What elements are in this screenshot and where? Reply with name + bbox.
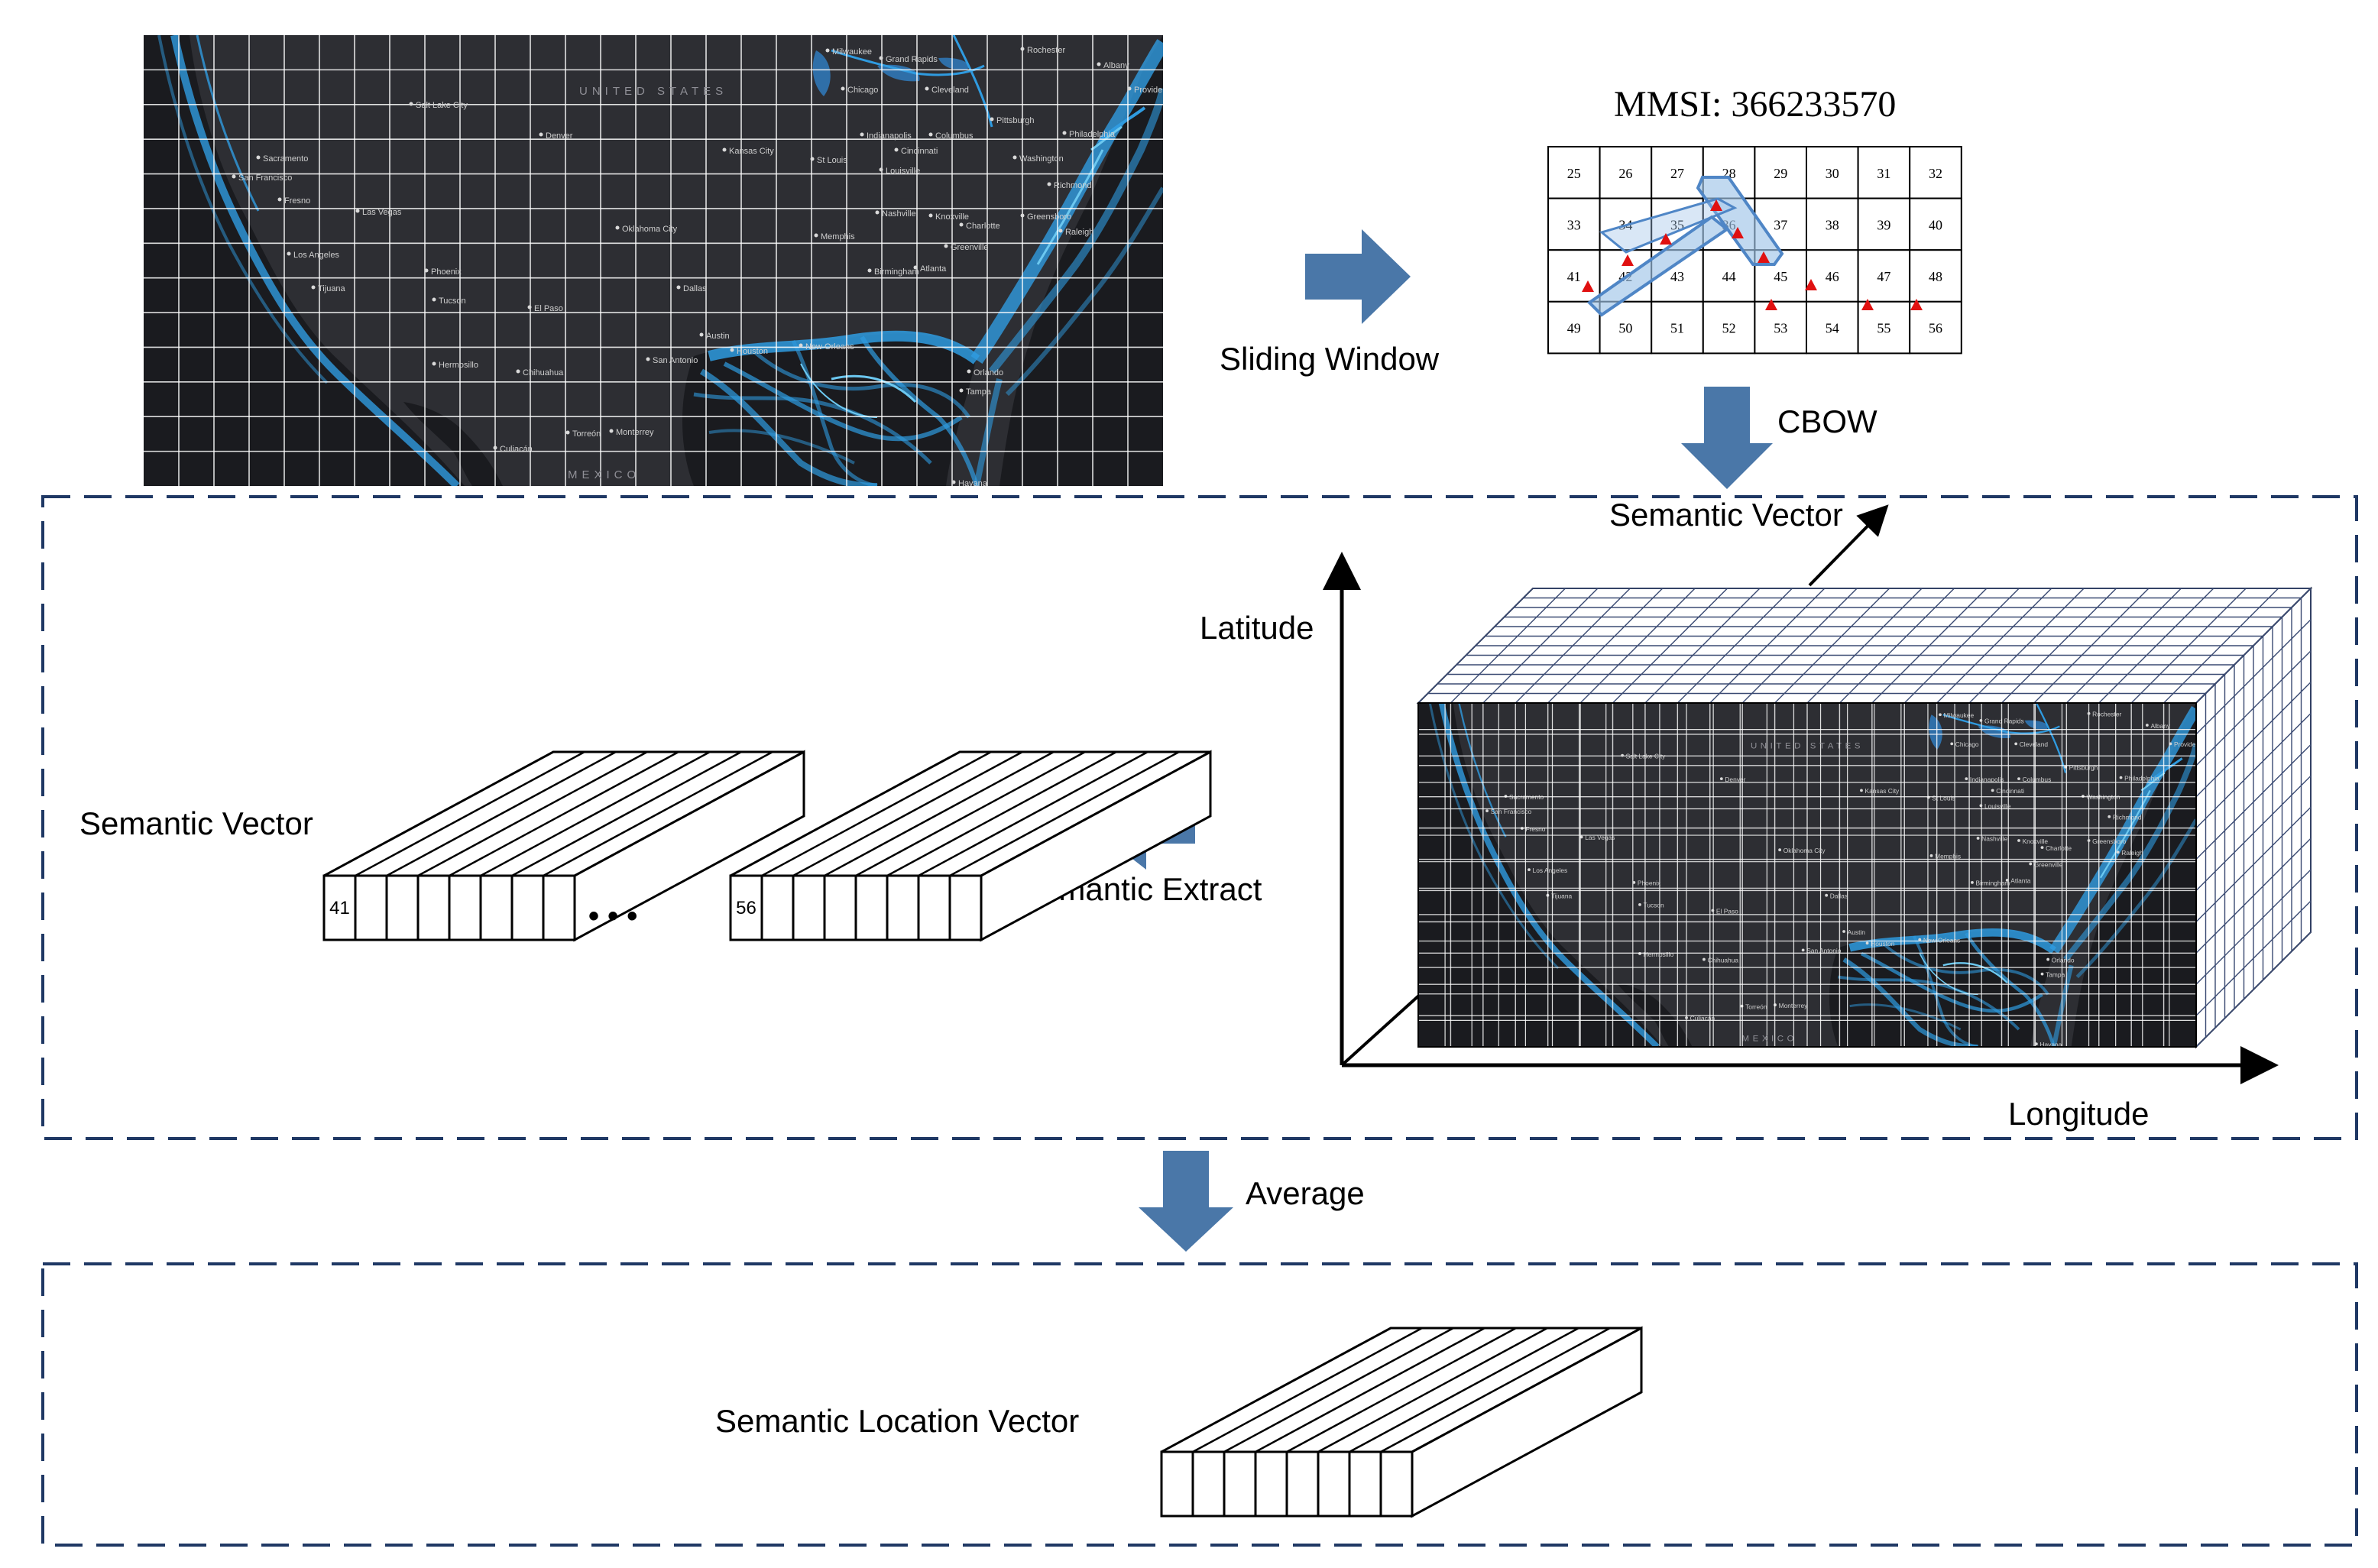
cbow-label: CBOW (1777, 403, 1877, 439)
grid-cell-label: 47 (1877, 269, 1890, 284)
position-marker (1805, 279, 1817, 290)
grid-cell-label: 29 (1774, 166, 1787, 181)
grid-cell-label: 48 (1929, 269, 1942, 284)
position-marker (1582, 280, 1594, 292)
grid-cell-label: 26 (1618, 166, 1632, 181)
grid-cell-label: 38 (1826, 217, 1839, 232)
average-label: Average (1246, 1175, 1365, 1211)
mmsi-title: MMSI: 366233570 (1614, 84, 1896, 125)
cube-front-map (1418, 703, 2206, 1048)
grid-cell-label: 46 (1826, 269, 1839, 284)
grid-cell-label: 53 (1774, 321, 1787, 336)
semantic-vector-pointer-arrow (1808, 504, 1889, 587)
grid-cell-label: 39 (1877, 217, 1890, 232)
depth-axis-diagonal (1340, 992, 1423, 1067)
semantic-vector-left-label: Semantic Vector (79, 805, 313, 841)
grid-cell-label: 40 (1929, 217, 1942, 232)
sliding-window-arrow (1305, 229, 1411, 324)
ais-trajectory-map (144, 35, 1176, 488)
average-arrow (1139, 1151, 1233, 1252)
semantic-vector-top-label: Semantic Vector (1609, 497, 1843, 533)
grid-cell-label: 27 (1670, 166, 1684, 181)
cube-front-frame (1417, 702, 2197, 1048)
cbow-arrow (1681, 387, 1773, 489)
grid-cell-label: 31 (1877, 166, 1890, 181)
position-markers (1582, 199, 1923, 310)
cube-front-grid (1418, 703, 2196, 1047)
vector-cell-label: 56 (736, 898, 756, 918)
semantic-vector-41: 41 (322, 750, 805, 942)
grid-cell-label: 37 (1774, 217, 1787, 232)
grid-cell-label: 49 (1567, 321, 1581, 336)
grid-cell-label: 25 (1567, 166, 1581, 181)
position-marker (1861, 299, 1874, 310)
location-vector-box (41, 1262, 2358, 1547)
grid-cell-label: 52 (1722, 321, 1736, 336)
grid-cell-label: 32 (1929, 166, 1942, 181)
grid-cell-label: 43 (1670, 269, 1684, 284)
grid-cell-label: 56 (1929, 321, 1942, 336)
position-marker (1660, 233, 1672, 245)
semantic-grid-cube (1416, 586, 2313, 1049)
grid-cell-label: 33 (1567, 217, 1581, 232)
semantic-vector-56: 56 (729, 750, 1212, 942)
sliding-window-label: Sliding Window (1220, 341, 1440, 377)
vector-ellipsis: • • • (588, 899, 637, 933)
sliding-window-highlight (1586, 176, 1784, 317)
latitude-label: Latitude (1200, 610, 1314, 646)
position-marker (1710, 199, 1722, 211)
semantic-location-vector (1160, 1326, 1643, 1518)
grid-cell-label: 41 (1567, 269, 1581, 284)
grid-cell-label: 44 (1722, 269, 1736, 284)
grid-cell-label: 55 (1877, 321, 1890, 336)
position-marker (1765, 299, 1777, 310)
semantic-location-vector-label: Semantic Location Vector (715, 1403, 1079, 1439)
grid-cell-label: 54 (1826, 321, 1839, 336)
position-marker (1732, 227, 1744, 238)
longitude-label: Longitude (2008, 1096, 2150, 1132)
position-marker (1758, 251, 1770, 263)
grid-cell-label: 50 (1618, 321, 1632, 336)
grid-cell-label: 51 (1670, 321, 1684, 336)
semantic-space-box (41, 495, 2358, 1140)
position-marker (1622, 254, 1634, 266)
grid-cell-label: 30 (1826, 166, 1839, 181)
grid-cell-label: 45 (1774, 269, 1787, 284)
vector-cell-label: 41 (329, 898, 350, 918)
position-marker (1910, 299, 1923, 310)
